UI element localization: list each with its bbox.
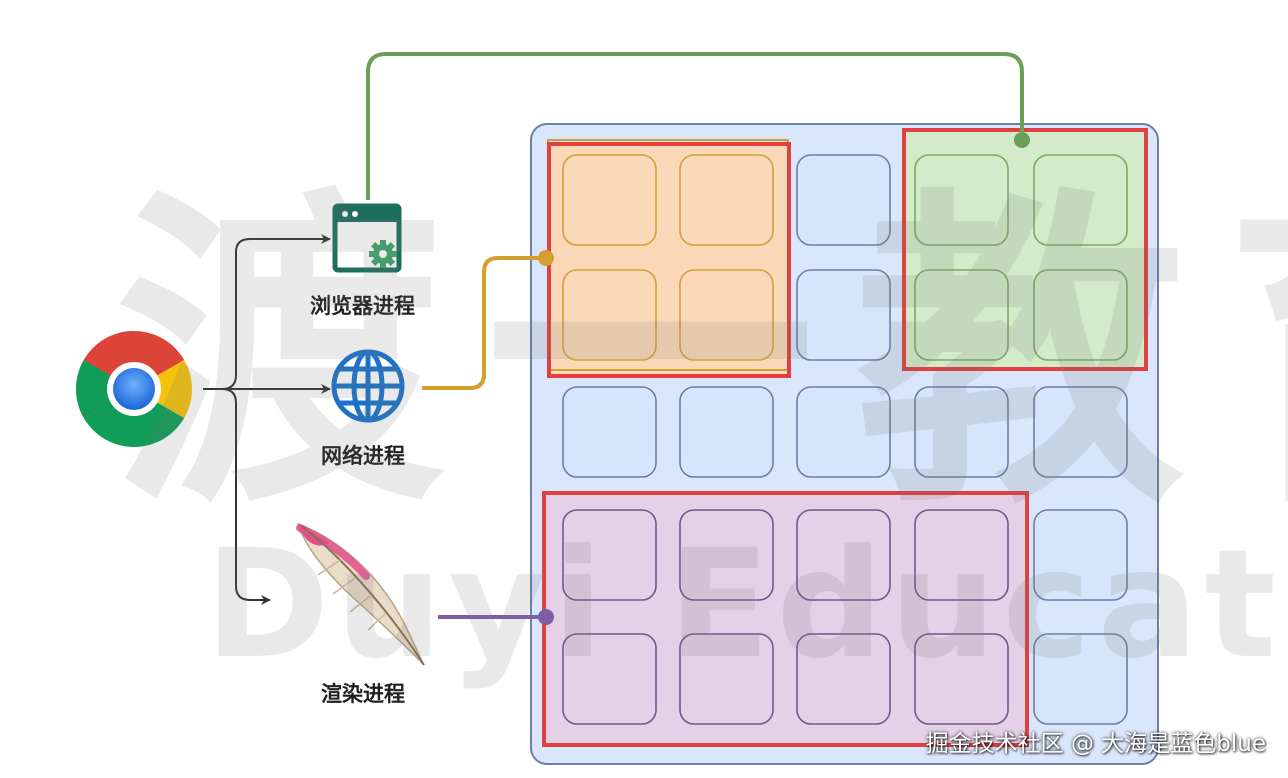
memory-block (796, 269, 891, 361)
memory-block (562, 269, 657, 361)
memory-block (1033, 386, 1128, 478)
memory-blocks (544, 130, 1146, 745)
memory-block (562, 154, 657, 246)
memory-block (562, 633, 657, 725)
memory-block (914, 509, 1009, 601)
memory-block (1033, 633, 1128, 725)
memory-block (914, 269, 1009, 361)
memory-block (796, 154, 891, 246)
memory-block (679, 154, 774, 246)
footer-credit: 掘金技术社区 @ 大海是蓝色blue (925, 731, 1266, 757)
browser-window-gear-icon (332, 203, 402, 273)
branch-arrows (203, 234, 331, 605)
network-connector-dot (538, 250, 554, 266)
chrome-logo-icon (76, 331, 192, 447)
feather-icon (296, 522, 425, 666)
network-process-label: 网络进程 (321, 444, 405, 468)
memory-block (679, 633, 774, 725)
browser-process-label: 浏览器进程 (310, 294, 415, 318)
memory-block (679, 269, 774, 361)
memory-block (914, 633, 1009, 725)
renderer-connector-dot (538, 609, 554, 625)
renderer-process-label: 渲染进程 (321, 682, 405, 706)
memory-block (679, 386, 774, 478)
browser-connector (366, 52, 1024, 200)
memory-block (796, 633, 891, 725)
memory-block (796, 386, 891, 478)
browser-connector-dot (1014, 132, 1030, 148)
globe-icon (331, 349, 405, 423)
memory-block (562, 509, 657, 601)
browser-region-highlight (902, 128, 1148, 371)
memory-block (914, 154, 1009, 246)
memory-block (1033, 269, 1128, 361)
memory-block (562, 386, 657, 478)
memory-block (679, 509, 774, 601)
memory-block (1033, 154, 1128, 246)
memory-block (914, 386, 1009, 478)
memory-block (796, 509, 891, 601)
memory-block (1033, 509, 1128, 601)
network-connector (422, 256, 546, 390)
